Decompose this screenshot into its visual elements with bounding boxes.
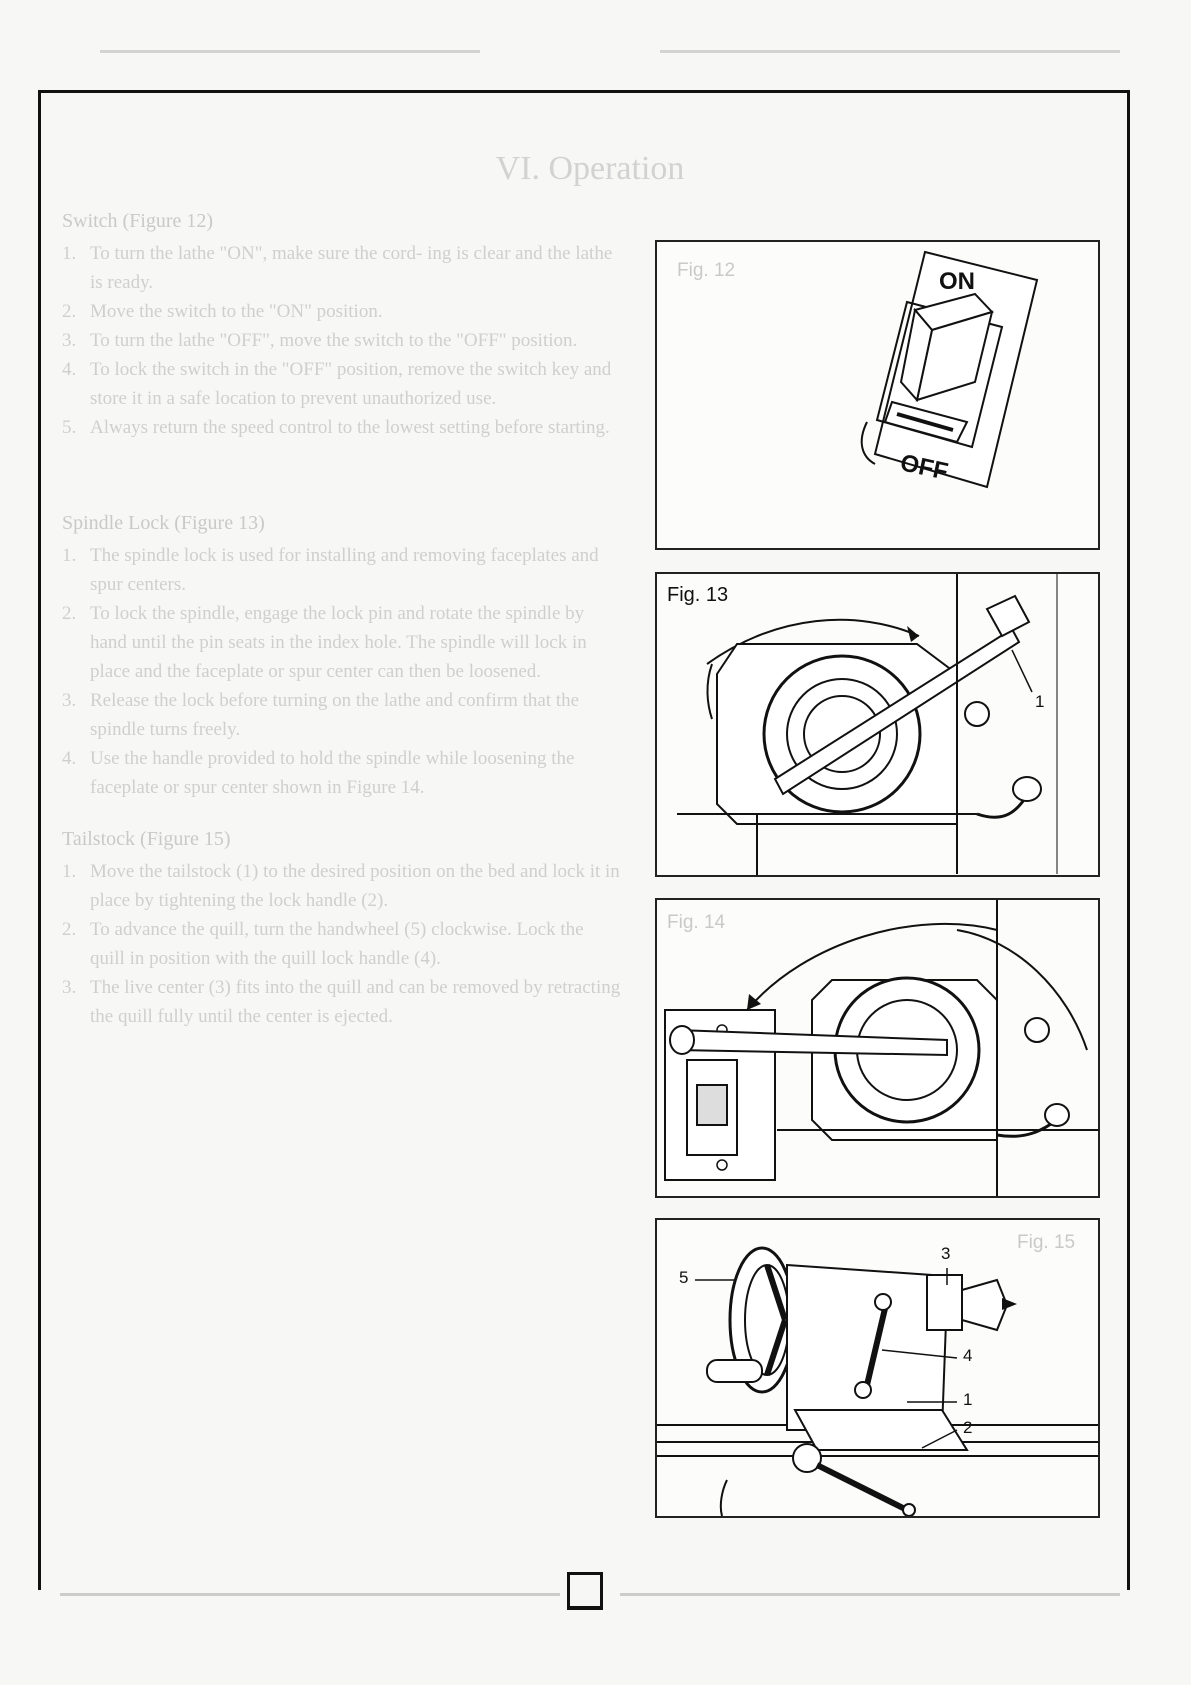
section-heading: Switch (Figure 12) bbox=[62, 210, 214, 232]
page-number-box bbox=[567, 1572, 603, 1610]
spindle-lock-illustration bbox=[677, 574, 1058, 875]
tailstock-illustration bbox=[657, 1246, 1098, 1516]
switch-on-label: ON bbox=[939, 268, 975, 295]
section-switch: Switch (Figure 12) 1.To turn the lathe "… bbox=[62, 210, 622, 442]
list-item: 1.Move the tailstock (1) to the desired … bbox=[62, 861, 620, 911]
list-item: 1.The spindle lock is used for installin… bbox=[62, 545, 599, 595]
section-heading: Tailstock (Figure 15) bbox=[62, 828, 231, 850]
list-item: 4.Use the handle provided to hold the sp… bbox=[62, 748, 575, 798]
figure-label: Fig. 15 bbox=[1017, 1232, 1076, 1253]
list-item: 3.To turn the lathe "OFF", move the swit… bbox=[62, 330, 578, 351]
callout-1: 1 bbox=[963, 1390, 973, 1409]
instructions-column: Switch (Figure 12) 1.To turn the lathe "… bbox=[62, 210, 622, 1057]
scan-artifact-top-right bbox=[660, 50, 1120, 53]
figure-label: Fig. 12 bbox=[677, 260, 736, 281]
section-tailstock: Tailstock (Figure 15) 1.Move the tailsto… bbox=[62, 828, 622, 1031]
callout-3: 3 bbox=[941, 1244, 951, 1263]
list-item: 2.To advance the quill, turn the handwhe… bbox=[62, 919, 584, 969]
callout-1: 1 bbox=[1035, 692, 1045, 711]
list-item: 3.The live center (3) fits into the quil… bbox=[62, 977, 621, 1027]
faceplate-removal-illustration bbox=[664, 900, 1098, 1196]
section-spindle-lock: Spindle Lock (Figure 13) 1.The spindle l… bbox=[62, 512, 622, 802]
list-item: 2.To lock the spindle, engage the lock p… bbox=[62, 603, 587, 682]
list-item: 3.Release the lock before turning on the… bbox=[62, 690, 580, 740]
figure-label: Fig. 13 bbox=[667, 584, 729, 606]
figure-12-switch: Fig. 12 ON OFF bbox=[655, 240, 1100, 550]
switch-illustration bbox=[860, 250, 1039, 489]
page-frame bbox=[38, 90, 1130, 1590]
section-heading: Spindle Lock (Figure 13) bbox=[62, 512, 265, 534]
figure-13-spindle-lock: Fig. 13 1 bbox=[655, 572, 1100, 877]
scan-artifact-bottom-right bbox=[620, 1593, 1120, 1596]
list-item: 1.To turn the lathe "ON", make sure the … bbox=[62, 243, 613, 293]
list-item: 5.Always return the speed control to the… bbox=[62, 417, 610, 438]
scan-artifact-bottom-left bbox=[60, 1593, 560, 1596]
figure-label: Fig. 14 bbox=[667, 912, 726, 933]
callout-2: 2 bbox=[963, 1418, 973, 1437]
callout-5: 5 bbox=[679, 1268, 689, 1287]
page-title: VI. Operation bbox=[495, 150, 685, 187]
figure-14-faceplate-removal: Fig. 14 bbox=[655, 898, 1100, 1198]
figure-15-tailstock: Fig. 15 5 3 4 1 2 bbox=[655, 1218, 1100, 1518]
scan-artifact-top-left bbox=[100, 50, 480, 53]
callout-4: 4 bbox=[963, 1346, 973, 1365]
list-item: 2.Move the switch to the "ON" position. bbox=[62, 301, 383, 322]
list-item: 4.To lock the switch in the "OFF" positi… bbox=[62, 359, 612, 409]
